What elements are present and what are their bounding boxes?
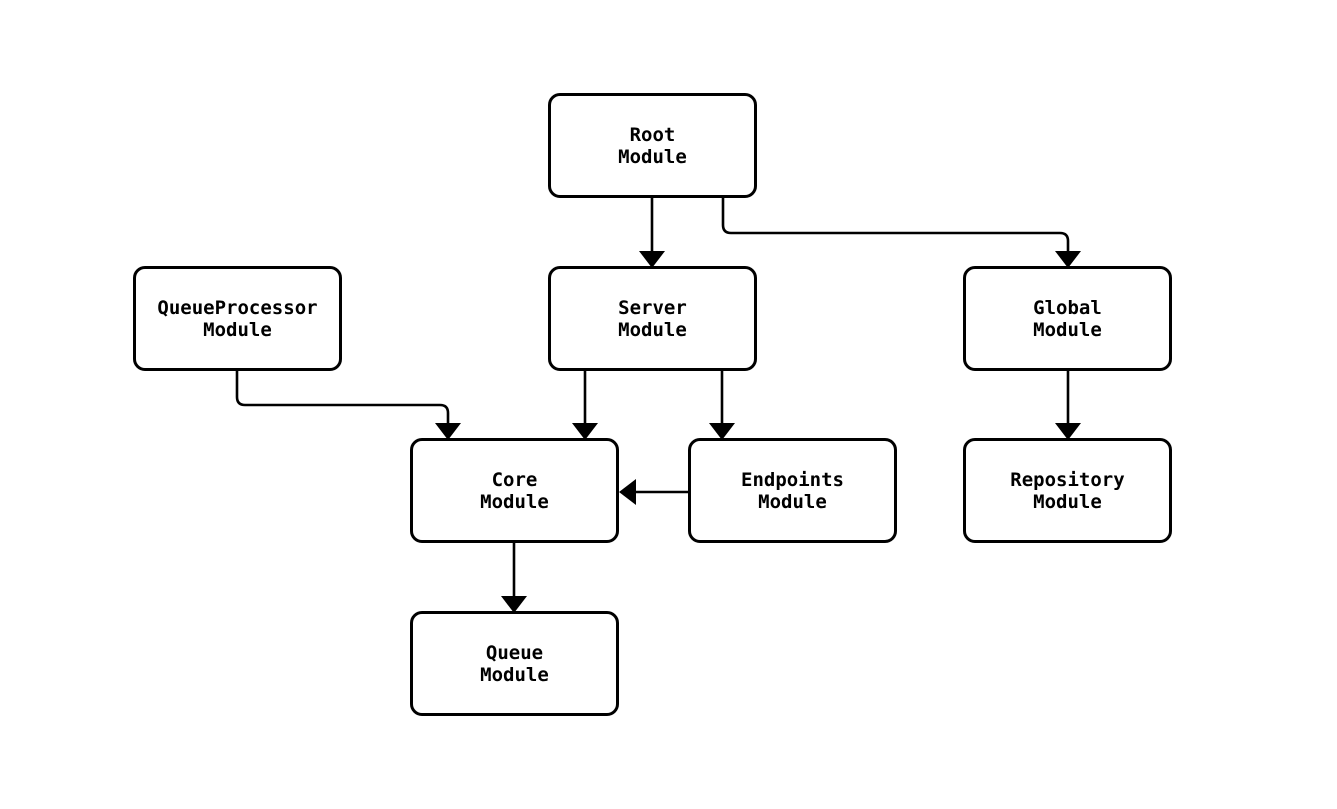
node-label: Endpoints Module <box>741 468 844 513</box>
node-label: Server Module <box>618 296 687 341</box>
node-label: Queue Module <box>480 641 549 686</box>
node-root: Root Module <box>548 93 757 198</box>
node-label: Repository Module <box>1010 468 1125 513</box>
edge-queueprocessor-to-core <box>235 371 461 440</box>
node-label: Core Module <box>480 468 549 513</box>
node-label: QueueProcessor Module <box>157 296 318 341</box>
node-endpoints: Endpoints Module <box>688 438 897 543</box>
node-global: Global Module <box>963 266 1172 371</box>
node-queueprocessor: QueueProcessor Module <box>133 266 342 371</box>
node-repository: Repository Module <box>963 438 1172 543</box>
node-server: Server Module <box>548 266 757 371</box>
node-label: Root Module <box>618 123 687 168</box>
node-queue: Queue Module <box>410 611 619 716</box>
node-label: Global Module <box>1033 296 1102 341</box>
edge-root-to-global <box>721 198 1081 268</box>
node-core: Core Module <box>410 438 619 543</box>
